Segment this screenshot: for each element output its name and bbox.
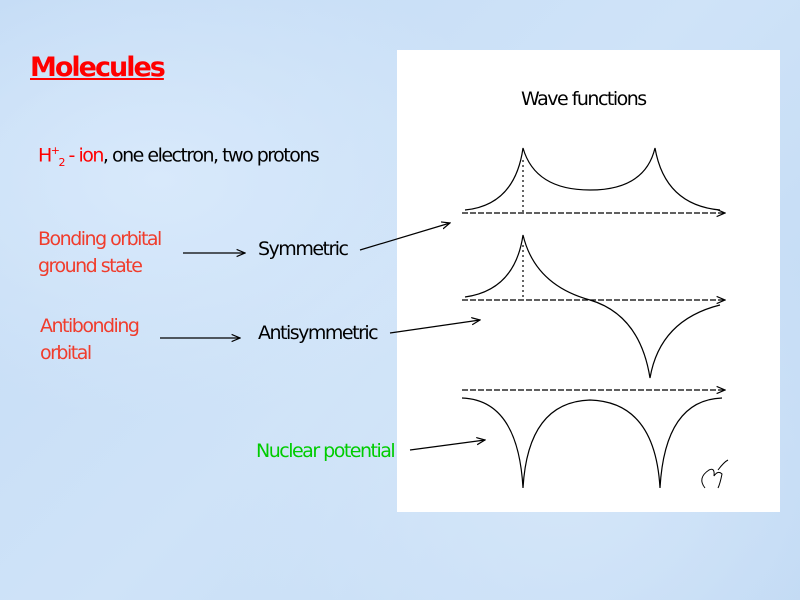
signature-icon bbox=[701, 459, 729, 489]
nuclear-arrow bbox=[409, 440, 485, 451]
subscript: 2 bbox=[58, 156, 66, 170]
antisymmetric-label: Antisymmetric bbox=[258, 322, 379, 344]
bonding-line2: ground state bbox=[38, 255, 143, 277]
slide-title: Molecules bbox=[30, 52, 166, 83]
antibonding-line1: Antibonding bbox=[40, 315, 140, 337]
ion-word: ion bbox=[78, 144, 104, 167]
antisymmetric-curve bbox=[464, 234, 721, 379]
charge: + bbox=[50, 144, 60, 157]
bonding-line1: Bonding orbital bbox=[38, 228, 162, 250]
nuclear-potential-label: Nuclear potential bbox=[256, 440, 396, 462]
wavefunction-figure: Wave functions bbox=[397, 50, 780, 512]
antibonding-label: Antibonding orbital bbox=[40, 313, 140, 367]
symmetric-curve bbox=[464, 147, 721, 211]
antisymmetric-arrow bbox=[389, 320, 480, 334]
intro-line: H+2 - ion, one electron, two protons bbox=[38, 144, 320, 170]
intro-rest: , one electron, two protons bbox=[102, 144, 320, 167]
nuclear-potential-curve bbox=[461, 397, 723, 489]
h-symbol: H bbox=[38, 144, 52, 167]
dash: - bbox=[64, 144, 79, 167]
bonding-label: Bonding orbital ground state bbox=[38, 226, 162, 280]
figure-title: Wave functions bbox=[521, 88, 647, 110]
symmetric-arrow bbox=[359, 223, 450, 251]
antibonding-line2: orbital bbox=[40, 342, 92, 364]
symmetric-label: Symmetric bbox=[258, 238, 349, 260]
